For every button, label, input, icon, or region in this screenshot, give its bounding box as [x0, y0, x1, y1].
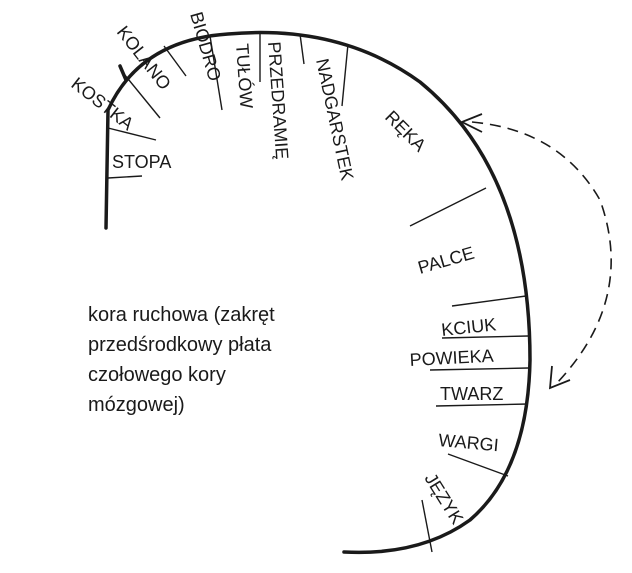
- label-twarz: TWARZ: [440, 384, 503, 404]
- divider-wargi-jezyk: [447, 453, 509, 477]
- divider-stopa-bottom: [107, 175, 143, 179]
- label-powieka: POWIEKA: [409, 346, 494, 370]
- caption-line-1: kora ruchowa (zakręt: [88, 304, 275, 326]
- divider-twarz-wargi: [435, 403, 529, 407]
- label-wargi: WARGI: [438, 430, 500, 455]
- divider-jezyk-end: [421, 499, 433, 553]
- caption-line-4: mózgowej): [88, 394, 185, 416]
- dashed-curve-arrow: [471, 121, 612, 385]
- divider-kciuk-powieka: [441, 335, 529, 339]
- divider-biodro-tulow: [209, 35, 223, 111]
- divider-palce-kciuk: [451, 295, 527, 307]
- label-tulow: TUŁÓW: [232, 43, 257, 109]
- divider-stopa-kostka: [107, 127, 157, 141]
- label-przedramie: PRZEDRAMIĘ: [264, 41, 292, 160]
- divider-przedramie-nadgarstek: [299, 33, 305, 65]
- label-palce: PALCE: [416, 243, 477, 278]
- divider-kolano-biodro: [163, 45, 187, 77]
- caption-line-3: czołowego kory: [88, 364, 226, 386]
- arrowhead-top-icon: [459, 113, 483, 133]
- region-dividers: [107, 32, 529, 553]
- label-jezyk: JĘZYK: [421, 470, 468, 528]
- divider-reka-palce: [409, 187, 487, 227]
- divider-powieka-twarz: [429, 367, 529, 371]
- diagram-caption: kora ruchowa (zakręt przedśrodkowy płata…: [88, 300, 388, 420]
- label-kciuk: KCIUK: [440, 314, 497, 340]
- cortex-outline-stub: [118, 64, 128, 82]
- divider-kostka-kolano: [123, 73, 161, 119]
- caption-line-2: przedśrodkowy płata: [88, 334, 272, 356]
- label-stopa: STOPA: [112, 152, 171, 172]
- label-nadgarstek: NADGARSTEK: [312, 57, 357, 182]
- label-biodro: BIODRO: [186, 10, 225, 84]
- label-kostka: KOSTKA: [68, 73, 138, 134]
- arrowhead-bottom-icon: [548, 365, 571, 390]
- label-reka: RĘKA: [381, 107, 430, 156]
- divider-nadgarstek-reka: [341, 43, 349, 107]
- cortex-outline: [104, 30, 532, 555]
